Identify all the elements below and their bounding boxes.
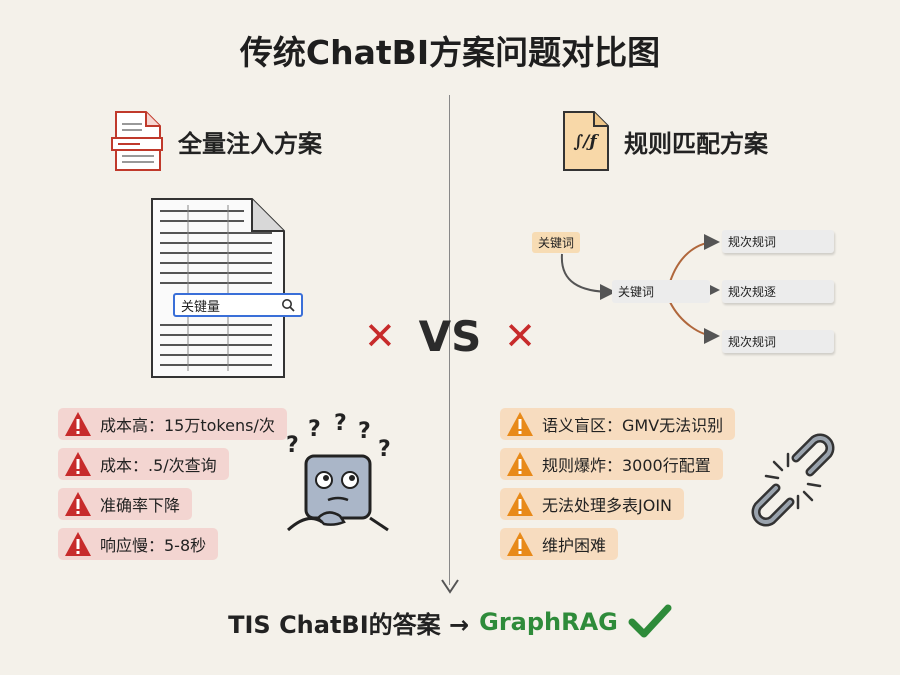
right-issue-item: 无法处理多表JOIN xyxy=(500,488,685,520)
flow-rule-text: 规次规词 xyxy=(728,335,777,349)
confused-character-illustration: ??? ?? xyxy=(286,412,391,532)
right-issue-text: 规则爆炸：3000行配置 xyxy=(542,456,711,475)
warning-icon xyxy=(64,530,94,558)
checkmark-icon xyxy=(628,604,672,638)
warning-icon xyxy=(506,410,536,438)
left-section-header: 全量注入方案 xyxy=(110,110,322,172)
warning-icon xyxy=(506,490,536,518)
warning-icon xyxy=(506,450,536,478)
right-issue-text: 语义盲区：GMV无法识别 xyxy=(542,416,724,435)
flow-rule-text: 规次规逐 xyxy=(728,285,777,299)
vs-marker: ✕ VS ✕ xyxy=(364,306,536,366)
flow-arrow-rule-1 xyxy=(669,234,720,283)
warning-icon xyxy=(64,490,94,518)
cross-icon: ✕ xyxy=(364,314,396,358)
flow-source-chip: 关键词 xyxy=(532,232,581,253)
warning-icon xyxy=(506,530,536,558)
right-heading: 规则匹配方案 xyxy=(624,129,768,158)
conclusion-answer: GraphRAG xyxy=(479,608,618,636)
right-section-header: ∫/ƒ 规则匹配方案 xyxy=(560,110,768,172)
flow-source-text: 关键词 xyxy=(538,236,575,250)
left-issue-text: 响应慢：5-8秒 xyxy=(100,536,207,555)
rule-matching-flow xyxy=(560,234,720,344)
svg-text:?: ? xyxy=(334,412,347,436)
vs-text: VS xyxy=(418,311,482,361)
center-divider xyxy=(449,95,450,585)
left-issue-text: 准确率下降 xyxy=(100,496,181,515)
warning-icon xyxy=(64,450,94,478)
formula-document-icon: ∫/ƒ xyxy=(560,110,610,172)
right-issue-text: 无法处理多表JOIN xyxy=(542,496,673,515)
flow-arrow-source xyxy=(560,253,616,300)
left-issue-text: 成本高：15万tokens/次 xyxy=(100,416,275,435)
flow-middle-chip: 关键词 xyxy=(612,280,710,303)
left-issue-text: 成本：.5/次查询 xyxy=(100,456,217,475)
flow-rule-chip: 规次规词 xyxy=(722,230,834,253)
document-search-text: 关键量 xyxy=(181,299,221,315)
right-issue-item: 规则爆炸：3000行配置 xyxy=(500,448,723,480)
bottom-conclusion: TIS ChatBI的答案 → GraphRAG xyxy=(0,604,900,640)
svg-text:?: ? xyxy=(358,419,371,444)
page-title: 传统ChatBI方案问题对比图 xyxy=(239,33,661,72)
cross-icon: ✕ xyxy=(504,314,536,358)
left-heading: 全量注入方案 xyxy=(178,129,322,158)
magnifier-icon xyxy=(282,299,295,312)
broken-chain-icon xyxy=(751,433,835,527)
flow-rule-chip: 规次规词 xyxy=(722,330,834,353)
flow-arrow-rule-3 xyxy=(669,301,720,344)
svg-text:?: ? xyxy=(378,437,391,462)
svg-text:?: ? xyxy=(308,417,321,442)
flow-rule-text: 规次规词 xyxy=(728,235,777,249)
flow-rule-chip: 规次规逐 xyxy=(722,280,834,303)
formula-icon-text: ∫/ƒ xyxy=(573,132,597,152)
full-injection-document-illustration xyxy=(151,198,285,378)
document-search-box: 关键量 xyxy=(173,293,303,317)
flow-middle-text: 关键词 xyxy=(618,285,655,299)
right-issue-item: 维护困难 xyxy=(500,528,619,560)
left-issue-item: 响应慢：5-8秒 xyxy=(58,528,219,560)
left-issue-item: 成本：.5/次查询 xyxy=(58,448,229,480)
file-document-icon xyxy=(111,111,163,171)
down-arrow-icon xyxy=(441,579,459,594)
conclusion-prefix: TIS ChatBI的答案 → xyxy=(228,610,470,639)
left-issue-item: 准确率下降 xyxy=(58,488,193,520)
svg-text:?: ? xyxy=(286,433,299,458)
warning-icon xyxy=(64,410,94,438)
left-issue-item: 成本高：15万tokens/次 xyxy=(58,408,287,440)
right-issue-text: 维护困难 xyxy=(542,536,607,555)
right-issue-item: 语义盲区：GMV无法识别 xyxy=(500,408,736,440)
